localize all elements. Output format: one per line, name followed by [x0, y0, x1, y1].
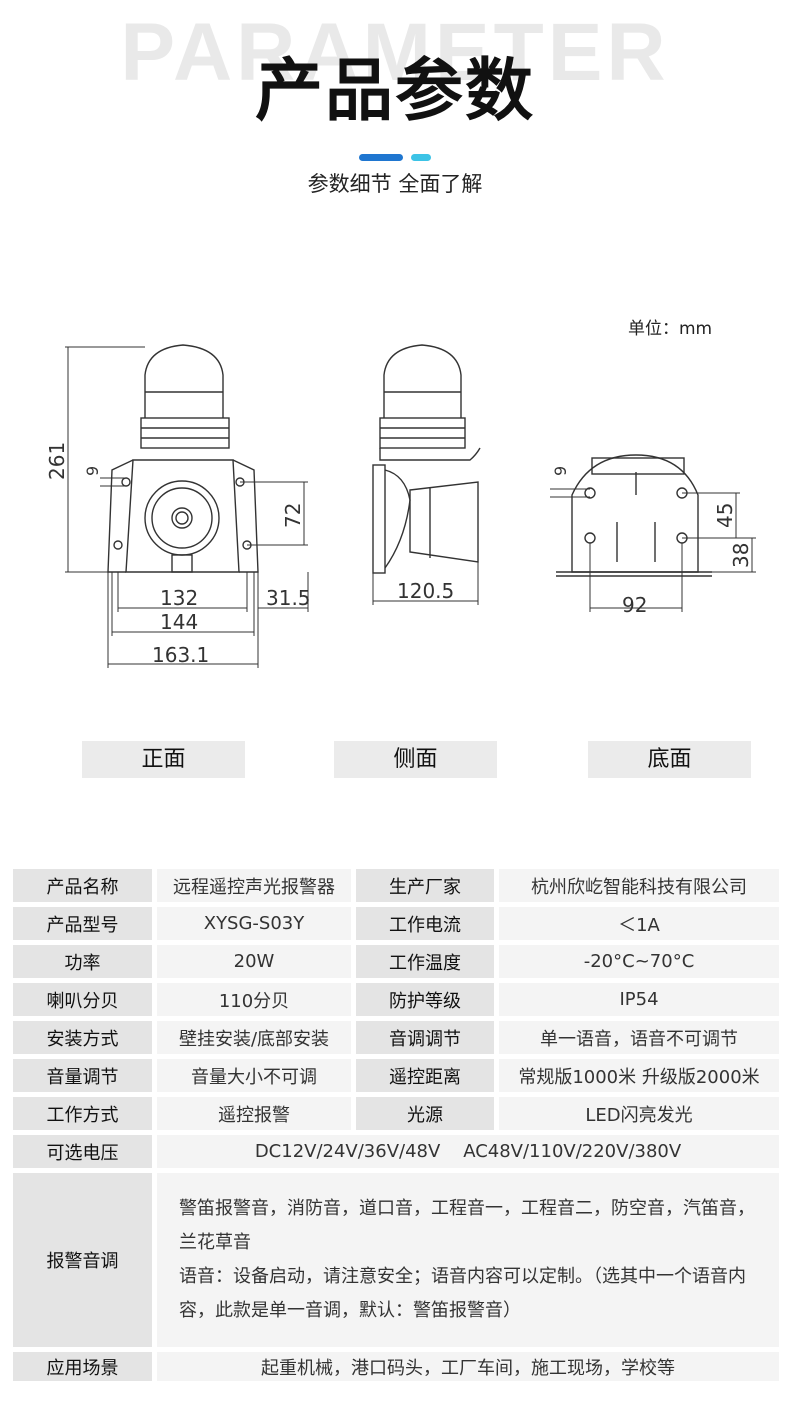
dim-9-front: 9: [83, 466, 102, 476]
dim-38: 38: [729, 543, 753, 568]
dim-92: 92: [622, 593, 647, 617]
spec-value: IP54: [499, 983, 779, 1016]
spec-value: ＜1A: [499, 907, 779, 940]
dim-31-5: 31.5: [266, 586, 311, 610]
spec-value: LED闪亮发光: [499, 1097, 779, 1130]
spec-value: 遥控报警: [157, 1097, 351, 1130]
spec-value: 单一语音，语音不可调节: [499, 1021, 779, 1054]
spec-value: 110分贝: [157, 983, 351, 1016]
spec-row-voltage: 可选电压 DC12V/24V/36V/48V AC48V/110V/220V/3…: [13, 1135, 779, 1168]
spec-label: 可选电压: [13, 1135, 152, 1168]
spec-label: 遥控距离: [356, 1059, 494, 1092]
tones-line-2: 语音：设备启动，请注意安全；语音内容可以定制。（选其中一个语音内容，此款是单一音…: [179, 1266, 746, 1321]
spec-label: 工作电流: [356, 907, 494, 940]
view-label-bottom: 底面: [588, 741, 751, 778]
spec-label: 工作温度: [356, 945, 494, 978]
spec-label: 生产厂家: [356, 869, 494, 902]
spec-row: 音量调节音量大小不可调遥控距离常规版1000米 升级版2000米: [13, 1059, 779, 1092]
view-label-side: 侧面: [334, 741, 497, 778]
dim-132: 132: [160, 586, 198, 610]
side-view-drawing: [372, 344, 481, 605]
spec-row-tones: 报警音调 警笛报警音，消防音，道口音，工程音一，工程音二，防空音，汽笛音，兰花草…: [13, 1173, 779, 1347]
spec-label: 喇叭分贝: [13, 983, 152, 1016]
spec-value: DC12V/24V/36V/48V AC48V/110V/220V/380V: [157, 1135, 779, 1168]
view-label-front: 正面: [82, 741, 245, 778]
dim-144: 144: [160, 610, 198, 634]
spec-label: 功率: [13, 945, 152, 978]
spec-label: 产品型号: [13, 907, 152, 940]
spec-value: 20W: [157, 945, 351, 978]
spec-label: 产品名称: [13, 869, 152, 902]
spec-row: 产品名称远程遥控声光报警器生产厂家杭州欣屹智能科技有限公司: [13, 869, 779, 902]
spec-label: 音量调节: [13, 1059, 152, 1092]
front-view-drawing: [65, 344, 309, 668]
dim-9-bottom: 9: [551, 466, 570, 476]
spec-label: 应用场景: [13, 1352, 152, 1381]
spec-value: XYSG-S03Y: [157, 907, 351, 940]
spec-label: 报警音调: [13, 1173, 152, 1347]
dim-45: 45: [713, 503, 737, 528]
spec-row: 安装方式壁挂安装/底部安装音调调节单一语音，语音不可调节: [13, 1021, 779, 1054]
tones-line-1: 警笛报警音，消防音，道口音，工程音一，工程音二，防空音，汽笛音，兰花草音: [179, 1198, 755, 1253]
spec-value: 壁挂安装/底部安装: [157, 1021, 351, 1054]
unit-label: 单位：mm: [628, 319, 713, 339]
spec-label: 音调调节: [356, 1021, 494, 1054]
spec-value: 远程遥控声光报警器: [157, 869, 351, 902]
spec-label: 工作方式: [13, 1097, 152, 1130]
page-title: 产品参数: [254, 52, 535, 131]
spec-value-tones: 警笛报警音，消防音，道口音，工程音一，工程音二，防空音，汽笛音，兰花草音 语音：…: [157, 1173, 779, 1347]
spec-value: 音量大小不可调: [157, 1059, 351, 1092]
dim-261: 261: [45, 442, 69, 480]
dim-163-1: 163.1: [152, 643, 209, 667]
parameter-watermark: PARAMETER: [120, 7, 670, 98]
spec-label: 光源: [356, 1097, 494, 1130]
spec-value: 起重机械，港口码头，工厂车间，施工现场，学校等: [157, 1352, 779, 1381]
accent-bar-blue: [359, 154, 403, 161]
dimension-drawing: 261 9 72 132 144 31.5 163.1 120.5 9 45 3…: [45, 344, 756, 668]
bottom-view-drawing: [550, 454, 756, 612]
spec-row-usage: 应用场景 起重机械，港口码头，工厂车间，施工现场，学校等: [13, 1352, 779, 1381]
page-subtitle: 参数细节 全面了解: [307, 172, 483, 196]
spec-value: 常规版1000米 升级版2000米: [499, 1059, 779, 1092]
spec-value: -20°C~70°C: [499, 945, 779, 978]
spec-label: 防护等级: [356, 983, 494, 1016]
dim-120-5: 120.5: [397, 579, 454, 603]
dim-72: 72: [281, 503, 305, 528]
spec-label: 安装方式: [13, 1021, 152, 1054]
accent-bar-cyan: [411, 154, 431, 161]
spec-value: 杭州欣屹智能科技有限公司: [499, 869, 779, 902]
